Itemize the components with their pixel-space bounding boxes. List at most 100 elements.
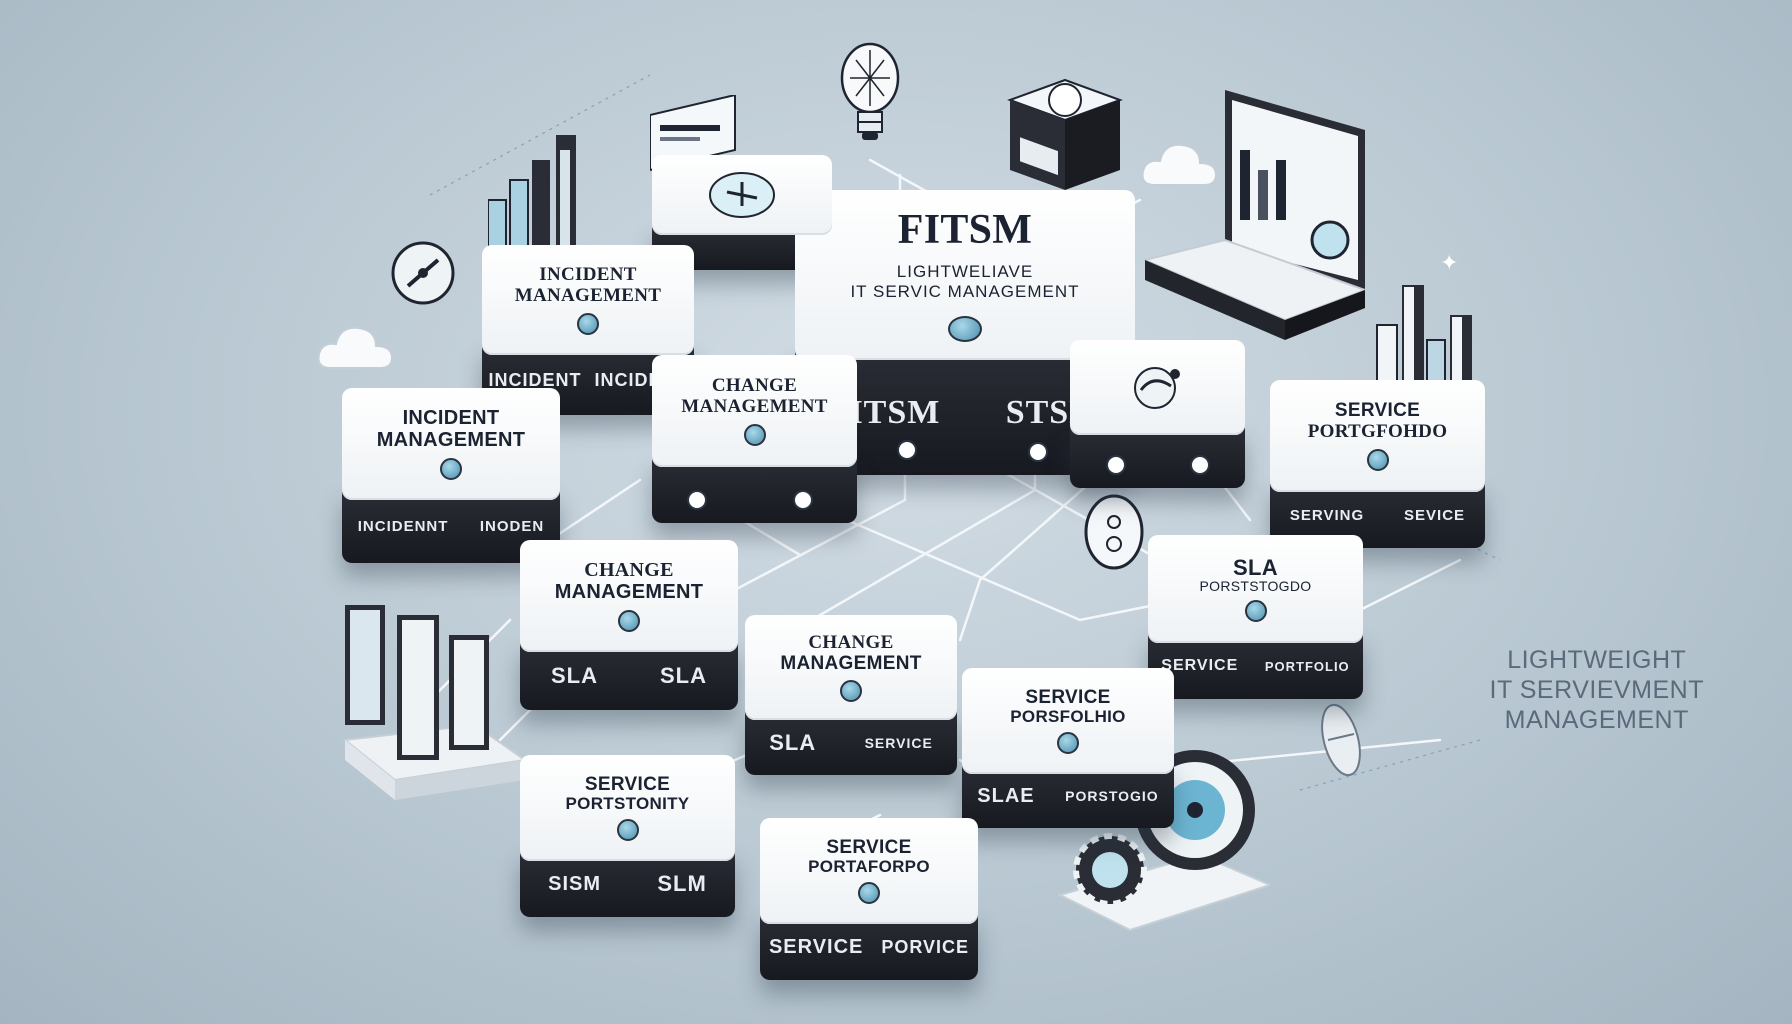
gear-hand-icon	[1133, 367, 1180, 409]
service-low-left-title-l1: SERVICE	[584, 773, 671, 795]
service-low-left-dot	[616, 819, 639, 842]
service-right-dot	[1366, 448, 1389, 471]
cloud-right-icon	[1141, 143, 1218, 186]
sparkle-icon: ✦	[1440, 250, 1459, 275]
change-mid-dot	[618, 609, 640, 632]
change-top-title-l2: MANAGEMENT	[681, 396, 828, 417]
incident-left-dot	[440, 457, 462, 480]
incident-left-face: INCIDENT MANAGEMENT	[342, 388, 560, 500]
change-mid-title-l1: CHANGE	[584, 559, 674, 582]
service-portfolio-node-mid[interactable]: SERVICE PORSFOLHIO SLAE PORSTOGIO	[962, 668, 1174, 828]
capsule-icon	[1321, 703, 1361, 777]
lightweight-caption: LIGHTWEIGHT IT SERVIEVMENT MANAGEMENT	[1490, 645, 1704, 735]
connector-peg	[793, 490, 813, 510]
change-low-face: CHANGE MANAGEMENT	[745, 615, 957, 720]
icon-tile-right-side	[1070, 428, 1245, 488]
change-low-side: SLA SERVICE	[745, 711, 957, 775]
coin-icon	[1084, 494, 1144, 570]
card-icon	[650, 95, 736, 172]
change-low-side-r: SERVICE	[864, 735, 933, 751]
incident-left-title-l1: INCIDENT	[402, 407, 500, 430]
service-mid-title-l2: PORSFOLHIO	[1010, 707, 1126, 727]
incident-management-node-left[interactable]: INCIDENT MANAGEMENT INCIDENNT INODEN	[342, 388, 560, 563]
change-management-node-low[interactable]: CHANGE MANAGEMENT SLA SERVICE	[745, 615, 957, 775]
fitsm-subtitle-line2: IT SERVIC MANAGEMENT	[850, 281, 1080, 301]
service-mid-side: SLAE PORSTOGIO	[962, 764, 1174, 828]
service-low-mid-dot	[858, 882, 880, 905]
service-mid-dot	[1057, 732, 1079, 755]
change-mid-face: CHANGE MANAGEMENT	[520, 540, 738, 652]
icon-tile-right-face	[1070, 340, 1245, 435]
caption-line2: IT SERVIEVMENT	[1489, 676, 1704, 704]
change-management-node-mid[interactable]: CHANGE MANAGEMENT SLA SLA	[520, 540, 738, 710]
service-low-mid-title-l2: PORTAFORPO	[808, 857, 930, 877]
change-management-node-top[interactable]: CHANGE MANAGEMENT	[652, 355, 857, 525]
service-low-left-side: SISM SLM	[520, 851, 735, 917]
sla-node-right[interactable]: SLA PORSTSTOGDO SERVICE PORTFOLIO	[1148, 535, 1363, 700]
change-top-dot	[743, 423, 766, 446]
service-portfolio-node-right[interactable]: SERVICE PORTGFOHDO SERVING SEVICE	[1270, 380, 1485, 550]
compass-icon	[391, 241, 455, 305]
service-right-side-l: SERVING	[1289, 506, 1365, 524]
fitsm-subtitle-line1: LIGHTWELIAVE	[896, 261, 1034, 281]
service-right-side: SERVING SEVICE	[1270, 482, 1485, 548]
icon-tile-top-face	[652, 155, 832, 235]
service-low-mid-side: SERVICE PORVICE	[760, 914, 978, 980]
service-portfolio-node-low-mid[interactable]: SERVICE PORTAFORPO SERVICE PORVICE	[760, 818, 978, 980]
service-right-title-l2: PORTGFOHDO	[1307, 421, 1448, 442]
incident-left-title-l2: MANAGEMENT	[376, 429, 526, 451]
service-low-left-face: SERVICE PORTSTONITY	[520, 755, 735, 861]
clock-box-icon	[1007, 78, 1123, 190]
drone-icon	[709, 172, 775, 218]
service-low-left-title-l2: PORTSTONITY	[565, 794, 690, 814]
change-mid-side-l: SLA	[551, 663, 598, 688]
sla-right-side-l: SERVICE	[1161, 657, 1239, 674]
change-top-side	[652, 457, 857, 523]
fitsm-title: FITSM	[897, 207, 1033, 254]
service-mid-side-r: PORSTOGIO	[1065, 788, 1159, 804]
service-portfolio-node-low-left[interactable]: SERVICE PORTSTONITY SISM SLM	[520, 755, 735, 917]
cloud-icon	[317, 326, 394, 369]
icon-tile-right[interactable]	[1070, 340, 1245, 490]
incident-left-side-l: INCIDENNT	[357, 518, 449, 535]
connector-peg	[897, 440, 917, 460]
connector-peg	[687, 490, 707, 510]
service-low-left-side-r: SLM	[657, 871, 707, 896]
incident-top-dot	[577, 312, 599, 335]
sla-right-side: SERVICE PORTFOLIO	[1148, 633, 1363, 699]
service-right-side-r: SEVICE	[1404, 506, 1466, 524]
service-mid-side-l: SLAE	[977, 784, 1035, 807]
sla-right-dot	[1244, 600, 1267, 623]
change-low-title-l1: CHANGE	[808, 631, 894, 653]
incident-top-title-l2: MANAGEMENT	[514, 285, 662, 306]
change-mid-side-r: SLA	[660, 663, 707, 688]
service-low-mid-face: SERVICE PORTAFORPO	[760, 818, 978, 924]
change-top-face: CHANGE MANAGEMENT	[652, 355, 857, 467]
connector-peg	[1106, 455, 1126, 475]
service-low-mid-side-l: SERVICE	[768, 935, 864, 958]
service-right-title-l1: SERVICE	[1334, 400, 1421, 422]
connector-peg	[1190, 455, 1210, 475]
service-mid-title-l1: SERVICE	[1025, 686, 1111, 708]
change-low-title-l2: MANAGEMENT	[780, 652, 922, 674]
sla-right-title-l2: PORSTSTOGDO	[1199, 578, 1312, 595]
tablet-screens-icon	[342, 605, 525, 800]
change-mid-side: SLA SLA	[520, 642, 738, 710]
service-low-mid-side-r: PORVICE	[881, 936, 970, 957]
incident-top-title-l1: INCIDENT	[539, 264, 637, 286]
service-mid-face: SERVICE PORSFOLHIO	[962, 668, 1174, 774]
connector-peg	[1028, 442, 1048, 462]
service-low-left-side-l: SISM	[548, 872, 602, 895]
service-right-face: SERVICE PORTGFOHDO	[1270, 380, 1485, 492]
sla-right-side-r: PORTFOLIO	[1264, 658, 1350, 674]
caption-line3: MANAGEMENT	[1504, 706, 1689, 734]
service-low-mid-title-l1: SERVICE	[826, 836, 912, 858]
caption-line1: LIGHTWEIGHT	[1507, 646, 1687, 674]
change-low-dot	[840, 680, 862, 703]
sla-right-face: SLA PORSTSTOGDO	[1148, 535, 1363, 643]
center-status-dot	[948, 315, 982, 342]
laptop-chart-icon	[1141, 90, 1368, 340]
incident-top-side-l: INCIDENT	[488, 369, 582, 390]
incident-left-side-r: INODEN	[479, 518, 545, 535]
